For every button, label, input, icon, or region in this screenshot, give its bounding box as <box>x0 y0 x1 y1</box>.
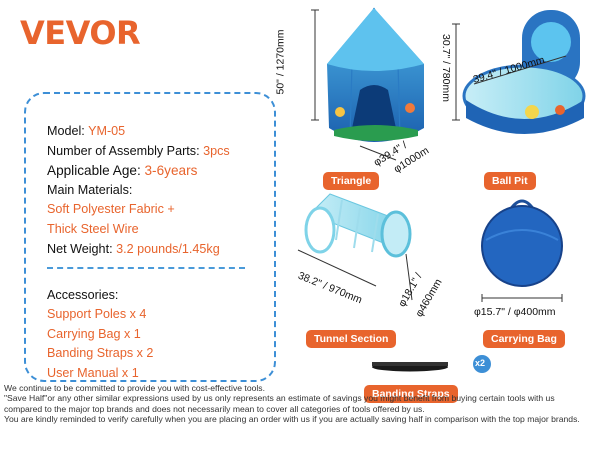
spec-materials-label: Main Materials: <box>47 182 133 197</box>
spec-materials-line1: Soft Polyester Fabric + <box>47 202 175 217</box>
spec-materials-line2: Thick Steel Wire <box>47 221 139 236</box>
accessories-title: Accessories: <box>47 288 119 302</box>
triangle-tent-image <box>311 7 424 161</box>
tunnel-image <box>297 193 413 301</box>
disclaimer-line: compared to the major top brands and doe… <box>4 403 425 414</box>
ballpit-height: 30.7" / 780mm <box>439 34 452 102</box>
accessory-item: Carrying Bag x 1 <box>47 326 141 341</box>
disclaimer: We continue to be committed to provide y… <box>4 383 600 425</box>
straps-count-badge: x2 <box>475 358 486 368</box>
spec-parts: Number of Assembly Parts: 3pcs <box>47 143 230 158</box>
ballpit-label: Ball Pit <box>484 172 536 190</box>
tunnel-label: Tunnel Section <box>306 330 397 348</box>
carrying-bag-image <box>481 199 563 302</box>
disclaimer-line: We continue to be committed to provide y… <box>4 383 265 393</box>
brand-logo: VEVOR <box>20 14 141 52</box>
banding-straps-image <box>372 355 491 373</box>
bag-diameter: φ15.7" / φ400mm <box>474 306 556 318</box>
straps-label: Banding Straps <box>364 385 458 403</box>
disclaimer-line: "Save Half"or any other similar expressi… <box>4 393 555 404</box>
spec-list: Model: YM-05 Number of Assembly Parts: 3… <box>47 122 230 259</box>
triangle-label: Triangle <box>323 172 380 190</box>
spec-panel-frame <box>24 92 276 382</box>
disclaimer-line: You are kindly reminded to verify carefu… <box>4 414 580 425</box>
triangle-height: 50" / 1270mm <box>274 29 287 95</box>
spec-model: Model: YM-05 <box>47 124 126 138</box>
accessories-list: Accessories: Support Poles x 4 Carrying … <box>47 286 153 383</box>
spec-age: Applicable Age: 3-6years <box>47 163 198 179</box>
spec-divider <box>47 267 245 269</box>
accessory-item: Banding Straps x 2 <box>47 346 154 361</box>
bag-label: Carrying Bag <box>483 330 565 348</box>
accessory-item: User Manual x 1 <box>47 365 139 380</box>
accessory-item: Support Poles x 4 <box>47 307 147 322</box>
ball-pit-image <box>452 10 586 134</box>
spec-weight: Net Weight: 3.2 pounds/1.45kg <box>47 241 220 256</box>
